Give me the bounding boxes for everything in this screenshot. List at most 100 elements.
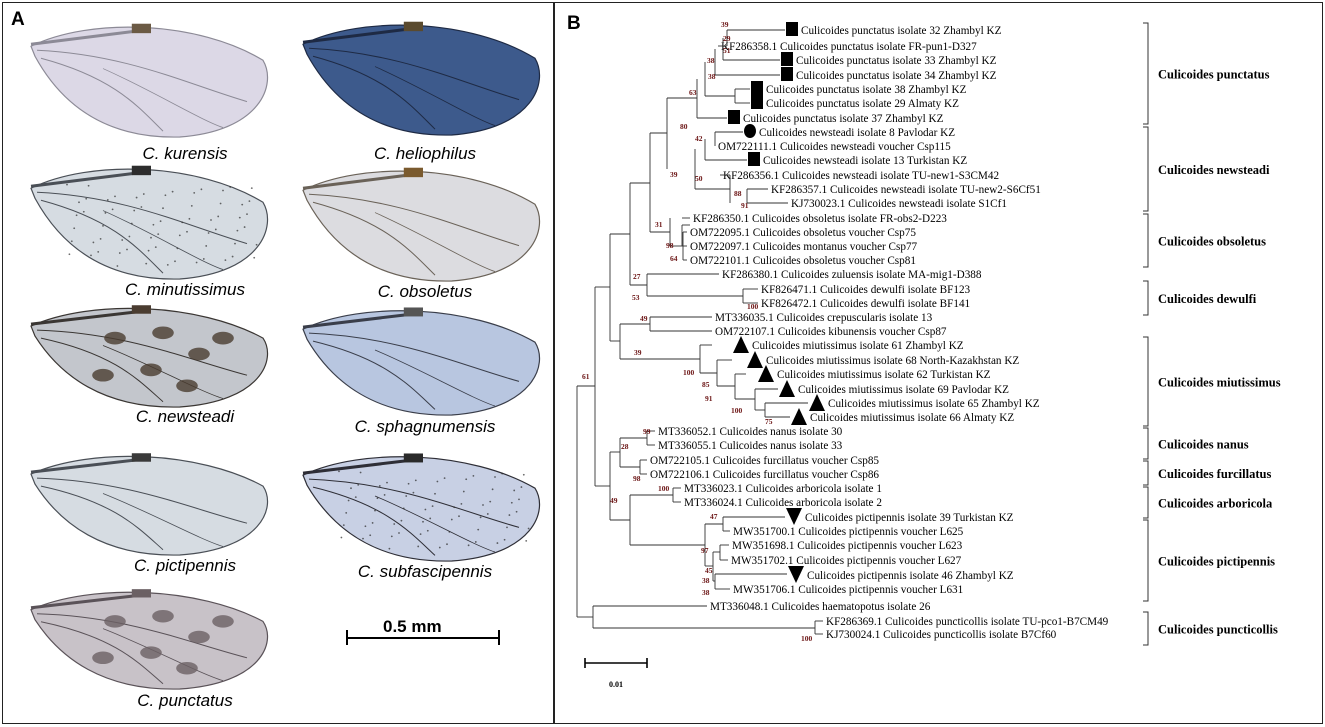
wing-scale-label: 0.5 mm [383,617,442,636]
wing-speckle [496,542,499,544]
wing-speckle [347,499,350,502]
wing-speckle [494,476,496,478]
wing-speckle [234,242,236,245]
wing-speckle [376,497,379,500]
clade-label: Culicoides arboricola [1158,497,1273,511]
wing-speckle [214,228,217,231]
bootstrap-value: 31 [655,220,663,229]
wing-speckle [178,234,181,237]
marker-triangle-up-icon [747,351,763,368]
wing-speckle [246,213,248,216]
clade-bracket [1143,126,1149,212]
taxon-label: MW351702.1 Culicoides pictipennis vouche… [731,555,962,567]
wing-pictipennis [30,453,269,556]
wing-costa [30,310,140,326]
wing-speckle [87,184,90,187]
wing-vein [102,493,224,547]
clade-bracket [1143,427,1149,460]
wing-speckle [75,214,78,217]
wing-membrane [30,307,269,408]
wing-speckle [205,245,208,247]
taxon-label: KJ730023.1 Culicoides newsteadi isolate … [791,198,1007,210]
wing-speckle [217,215,220,218]
wing-speckle [130,222,133,225]
wing-vein [312,201,436,276]
wing-speckle [350,487,352,490]
wing-speckle [510,501,513,504]
wing-vein [308,478,520,528]
taxon-label: KF286357.1 Culicoides newsteadi isolate … [771,184,1041,196]
wing-speckle [462,490,465,493]
wing-speckle [482,504,484,506]
wing-speckle [390,535,393,538]
wing-speckle [99,237,102,240]
taxon-label: MT336048.1 Culicoides haematopotus isola… [710,601,931,613]
taxon-label: KJ730024.1 Culicoides puncticollis isola… [826,629,1057,641]
wing-speckle [522,473,525,476]
wing-speckle [515,510,518,513]
wing-speckle [405,495,408,497]
bootstrap-value: 50 [695,174,703,183]
wing-speckle [357,483,360,486]
wing-speckle [450,518,453,521]
wing-vein [374,495,496,553]
wing-vein [308,193,520,247]
wing-speckle [159,220,162,223]
wing-spot [176,379,198,393]
wing-vein [312,486,436,556]
clade-bracket [1143,611,1149,646]
wing-speckle [443,477,446,480]
wing-speckle [207,232,210,234]
wing-speckle [238,216,241,219]
wing-speckle [501,472,504,475]
bootstrap-value: 39 [634,348,642,357]
wing-vein [36,613,248,659]
marker-square-icon [751,81,763,95]
wing-stigma [131,305,151,314]
bootstrap-value: 51 [723,46,731,55]
clade-bracket [1143,460,1149,486]
wing-speckle [128,235,131,238]
taxon-label: OM722097.1 Culicoides montanus voucher C… [690,241,918,253]
wing-vein [102,210,224,270]
wing-speckle [250,187,253,190]
marker-triangle-up-icon [779,380,795,397]
wing-speckle [460,502,463,505]
bootstrap-value: 80 [680,122,688,131]
wing-spot [212,615,234,628]
wing-spot [188,630,210,644]
wing-vein [374,66,496,126]
wing-images [30,21,541,690]
taxon-label: KF286380.1 Culicoides zuluensis isolate … [722,269,982,281]
taxon-label: Culicoides punctatus isolate 34 Zhambyl … [796,70,997,82]
wing-speckle [118,252,121,254]
wing-costa [30,458,140,474]
wing-speckle [186,230,188,233]
wing-speckle [171,190,174,193]
wing-membrane [302,310,541,416]
clade-label: Culicoides puncticollis [1158,623,1278,637]
marker-square-icon [781,67,793,81]
bootstrap-value: 38 [702,576,710,585]
taxon-label: Culicoides punctatus isolate 32 Zhambyl … [801,25,1002,37]
wing-membrane [302,24,541,136]
wing-speckle [145,262,148,265]
wing-speckle [248,200,251,203]
wing-caption-newsteadi: C. newsteadi [135,407,235,426]
wing-speckle [491,488,494,491]
bootstrap-value: 27 [633,272,641,281]
bootstrap-value: 49 [640,314,648,323]
wing-speckle [479,516,482,519]
wing-speckle [236,229,239,232]
wing-speckle [422,520,424,523]
wing-speckle [164,194,167,197]
wing-speckle [195,261,198,264]
wing-membrane [30,591,269,690]
marker-square-icon [781,52,793,66]
wing-stigma [403,307,423,317]
bootstrap-value: 100 [658,484,670,493]
wing-speckle [102,225,104,227]
wing-speckle [135,196,138,199]
wing-vein [374,349,496,407]
wing-speckle [345,511,348,514]
